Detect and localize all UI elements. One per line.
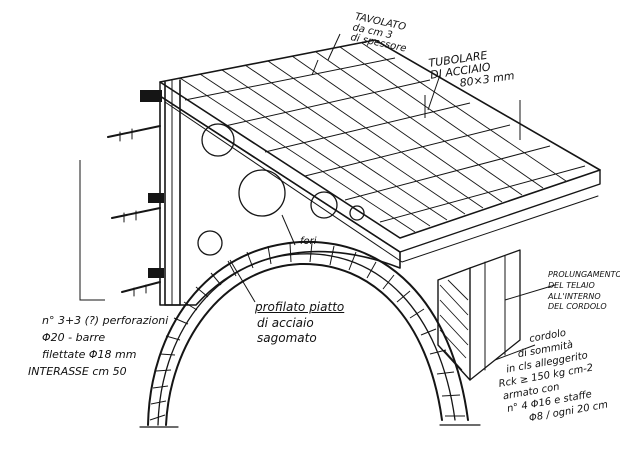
profilato-line-3: sagomato bbox=[257, 331, 317, 346]
bolts-line-2: Φ20 - barre bbox=[42, 331, 106, 345]
profilato-line-1: profilato piatto bbox=[255, 300, 345, 314]
prolungamento-line-4: DEL CORDOLO bbox=[548, 302, 607, 312]
cordolo-block bbox=[437, 249, 521, 381]
prolungamento-line-1: PROLUNGAMENTO bbox=[548, 270, 620, 279]
bolts-note: n° 3+3 (?) perforazioni Φ20 - barre file… bbox=[28, 312, 168, 380]
bolts-line-1: n° 3+3 (?) perforazioni bbox=[42, 314, 169, 327]
vertical-post bbox=[107, 79, 181, 306]
plate-hole bbox=[197, 230, 223, 256]
steel-side-plate bbox=[159, 95, 401, 306]
prolungamento-line-3: ALL'INTERNO bbox=[548, 291, 601, 301]
bolts-line-3: filettate Φ18 mm bbox=[42, 348, 137, 362]
plate-hole bbox=[310, 191, 338, 219]
deck-slab bbox=[159, 39, 601, 263]
bolts-line-4: INTERASSE cm 50 bbox=[28, 365, 127, 379]
stone-arch bbox=[139, 240, 481, 428]
profilato-line-2: di acciaio bbox=[257, 315, 314, 330]
prolungamento-line-2: DEL TELAIO bbox=[548, 280, 595, 290]
plate-hole bbox=[238, 169, 286, 217]
bolt-plate bbox=[148, 193, 164, 203]
cordolo-note: cordolo di sommità in cls alleggerito Rc… bbox=[491, 322, 609, 430]
bolt-plate bbox=[148, 268, 164, 278]
plate-hole bbox=[349, 205, 365, 221]
fori-label: fori bbox=[300, 236, 317, 247]
leader-lines bbox=[79, 33, 556, 361]
prolungamento-note: PROLUNGAMENTO DEL TELAIO ALL'INTERNO DEL… bbox=[548, 270, 620, 313]
plate-hole bbox=[201, 123, 235, 157]
profilato-note: profilato piatto di acciaio sagomato bbox=[255, 300, 344, 347]
bolt-plate bbox=[140, 90, 162, 102]
